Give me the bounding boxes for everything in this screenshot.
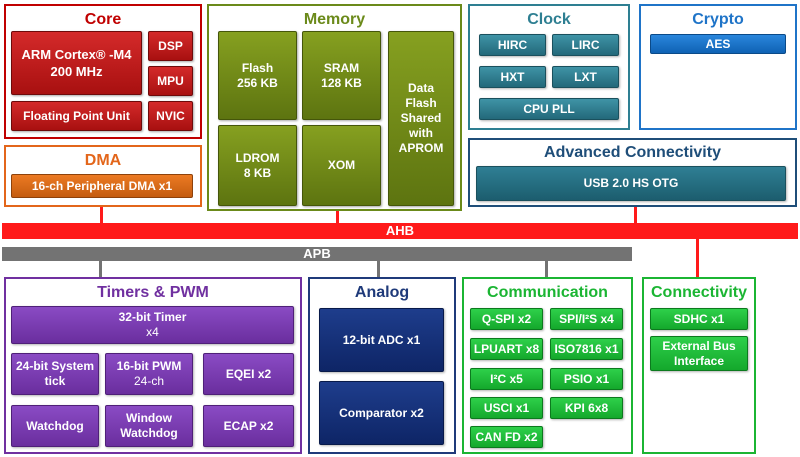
xom-block: XOM [302, 125, 381, 206]
usb-block: USB 2.0 HS OTG [476, 166, 786, 201]
cpu-name: ARM Cortex® -M4 [21, 47, 132, 62]
pwm-channels: 24-ch [133, 374, 165, 388]
timer32-block: 32-bit Timer x4 [11, 306, 294, 344]
eqei-block: EQEI x2 [203, 353, 294, 395]
fpu-block: Floating Point Unit [11, 101, 142, 131]
analog-title: Analog [354, 284, 410, 301]
clock-title: Clock [527, 11, 571, 28]
flash-size: 256 KB [237, 75, 278, 90]
memory-title: Memory [303, 11, 366, 28]
dma-block: 16-ch Peripheral DMA x1 [11, 174, 193, 198]
spi-i2s-block: SPI/I²S x4 [550, 308, 623, 330]
usci-block: USCI x1 [470, 397, 543, 419]
window-watchdog-line1: Window [126, 411, 172, 425]
flash-label: Flash [241, 60, 274, 75]
cpu-frequency: 200 MHz [50, 64, 103, 79]
connector-apb-timers [99, 260, 102, 277]
sdhc-block: SDHC x1 [650, 308, 748, 330]
window-watchdog-line2: Watchdog [120, 426, 178, 440]
memory-panel: Memory Flash 256 KB SRAM 128 KB Data Fla… [207, 4, 462, 211]
systick-line2: tick [44, 374, 66, 388]
mpu-block: MPU [148, 66, 193, 96]
data-flash-line5: APROM [398, 141, 444, 155]
adv-connectivity-title: Advanced Connectivity [544, 144, 721, 161]
apb-bus: APB [2, 247, 632, 261]
dma-panel: DMA 16-ch Peripheral DMA x1 [4, 145, 202, 207]
dma-title: DMA [84, 152, 122, 169]
ldrom-size: 8 KB [243, 165, 272, 180]
flash-block: Flash 256 KB [218, 31, 297, 120]
connector-ahb-connectivity [696, 239, 699, 277]
hirc-block: HIRC [479, 34, 546, 56]
comparator-block: Comparator x2 [319, 381, 444, 445]
lpuart-block: LPUART x8 [470, 338, 543, 360]
data-flash-line3: Shared [400, 111, 442, 125]
pwm-block: 16-bit PWM 24-ch [105, 353, 193, 395]
dsp-block: DSP [148, 31, 193, 61]
i2c-block: I²C x5 [470, 368, 543, 390]
aes-block: AES [650, 34, 786, 54]
connectivity-title: Connectivity [650, 284, 747, 301]
timers-title: Timers & PWM [97, 284, 209, 301]
crypto-panel: Crypto AES [639, 4, 797, 130]
communication-panel: Communication Q-SPI x2 SPI/I²S x4 LPUART… [462, 277, 633, 454]
canfd-block: CAN FD x2 [470, 426, 543, 448]
iso7816-block: ISO7816 x1 [550, 338, 623, 360]
hxt-block: HXT [479, 66, 546, 88]
crypto-title: Crypto [692, 11, 744, 28]
kpi-block: KPI 6x8 [550, 397, 623, 419]
sram-size: 128 KB [321, 75, 362, 90]
timers-panel: Timers & PWM 32-bit Timer x4 24-bit Syst… [4, 277, 302, 454]
adv-connectivity-panel: Advanced Connectivity USB 2.0 HS OTG [468, 138, 797, 207]
connector-core-ahb [100, 205, 103, 225]
qspi-block: Q-SPI x2 [470, 308, 543, 330]
timer32-count: x4 [146, 325, 159, 339]
ldrom-label: LDROM [235, 150, 280, 165]
cpu-pll-block: CPU PLL [479, 98, 619, 120]
window-watchdog-block: Window Watchdog [105, 405, 193, 447]
analog-panel: Analog 12-bit ADC x1 Comparator x2 [308, 277, 456, 454]
lirc-block: LIRC [552, 34, 619, 56]
psio-block: PSIO x1 [550, 368, 623, 390]
cpu-block: ARM Cortex® -M4 200 MHz [11, 31, 142, 95]
connector-apb-analog [377, 260, 380, 277]
ahb-bus: AHB [2, 223, 798, 239]
systick-line1: 24-bit System [15, 359, 95, 373]
data-flash-block: Data Flash Shared with APROM [388, 31, 454, 206]
watchdog-block: Watchdog [11, 405, 99, 447]
pwm-label: 16-bit PWM [116, 359, 182, 373]
ebi-block: External Bus Interface [650, 336, 748, 371]
ebi-line2: Interface [673, 353, 725, 368]
systick-block: 24-bit System tick [11, 353, 99, 395]
data-flash-line1: Data [407, 81, 434, 95]
communication-title: Communication [487, 284, 608, 301]
connector-apb-communication [545, 260, 548, 277]
timer32-label: 32-bit Timer [118, 310, 187, 324]
lxt-block: LXT [552, 66, 619, 88]
apb-label: APB [303, 246, 331, 261]
core-title: Core [84, 11, 122, 28]
connectivity-panel: Connectivity SDHC x1 External Bus Interf… [642, 277, 756, 454]
connector-advconn-ahb [634, 205, 637, 225]
clock-panel: Clock HIRC LIRC HXT LXT CPU PLL [468, 4, 630, 130]
ecap-block: ECAP x2 [203, 405, 294, 447]
ldrom-block: LDROM 8 KB [218, 125, 297, 206]
ebi-line1: External Bus [662, 338, 736, 353]
core-panel: Core ARM Cortex® -M4 200 MHz Floating Po… [4, 4, 202, 139]
connector-memory-ahb [336, 210, 339, 225]
sram-block: SRAM 128 KB [302, 31, 381, 120]
nvic-block: NVIC [148, 101, 193, 131]
data-flash-line2: Flash [405, 96, 437, 110]
sram-label: SRAM [323, 60, 360, 75]
adc-block: 12-bit ADC x1 [319, 308, 444, 372]
data-flash-line4: with [409, 126, 433, 140]
ahb-label: AHB [385, 223, 415, 238]
